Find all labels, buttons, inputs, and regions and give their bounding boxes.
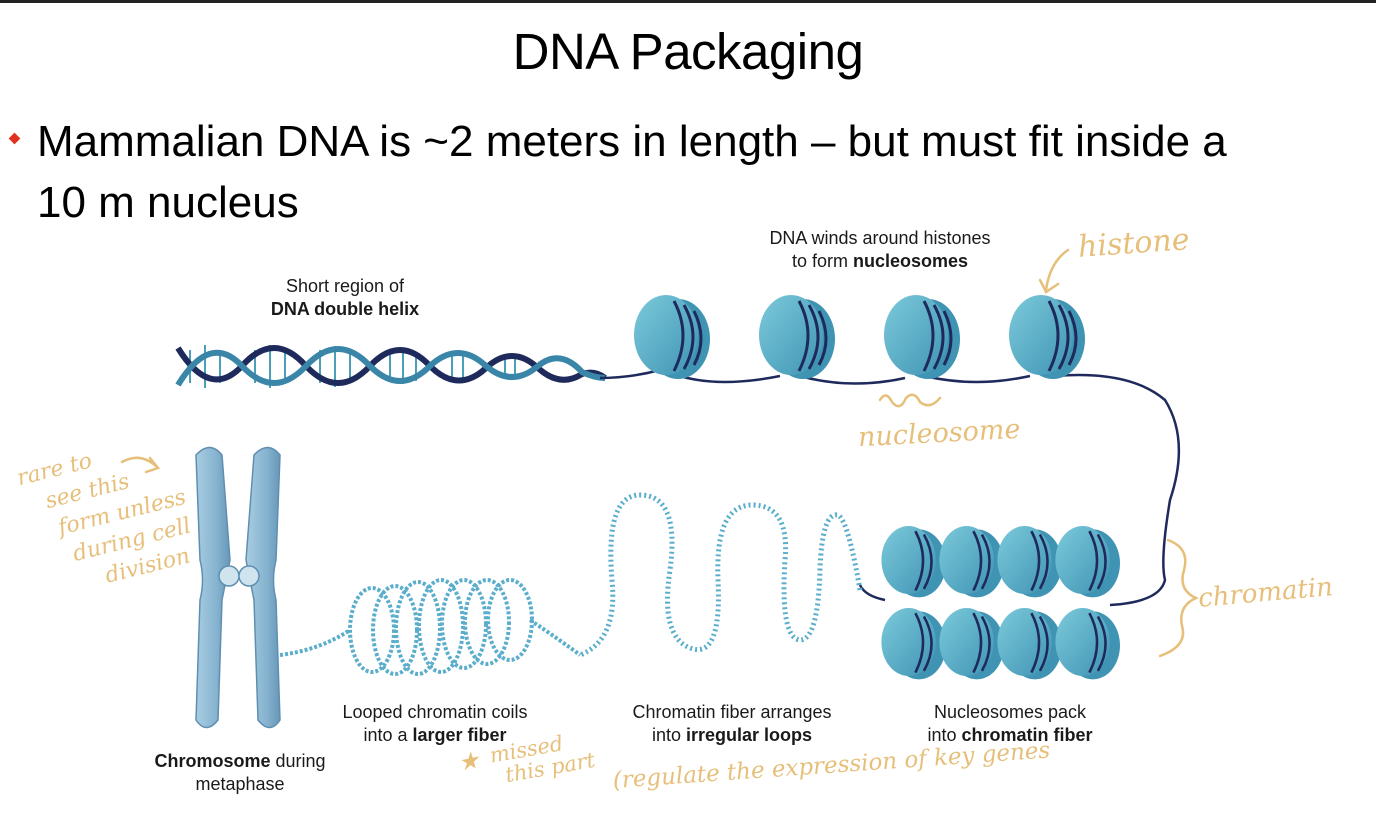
chromatin-fiber [881, 526, 1120, 680]
rare-arrow [120, 456, 161, 474]
chromosome [195, 446, 281, 729]
bullet-text-line1: Mammalian DNA is ~2 meters in length – b… [37, 117, 1227, 166]
nucleosome-row [634, 295, 1085, 379]
dna-double-helix [175, 345, 607, 388]
nucleosome-1 [634, 295, 710, 379]
nucleosome-3 [884, 295, 960, 379]
handwritten-marks [120, 248, 1200, 658]
nucleosome-2 [759, 295, 835, 379]
coiled-fiber [279, 578, 582, 676]
nucleosome-4 [1009, 295, 1085, 379]
label-coiled-fiber: Looped chromatin coils into a larger fib… [342, 702, 528, 745]
histone-arrow [1038, 248, 1070, 294]
label-chromosome: Chromosome during metaphase [154, 751, 326, 794]
linker-dna [599, 368, 1181, 607]
nucleosome-squiggle [878, 393, 942, 408]
top-border [0, 0, 1376, 3]
label-dna-helix: Short region of DNA double helix [270, 276, 420, 319]
bullet-text-line2: 10 m nucleus [37, 178, 299, 227]
slide-title: DNA Packaging [512, 23, 864, 80]
irregular-loops [578, 492, 863, 658]
label-chromatin-fiber: Nucleosomes pack into chromatin fiber [927, 702, 1093, 745]
label-irregular-loops: Chromatin fiber arranges into irregular … [632, 702, 832, 745]
label-nucleosomes: DNA winds around histones to form nucleo… [769, 228, 991, 271]
chromatin-brace [1158, 538, 1200, 658]
